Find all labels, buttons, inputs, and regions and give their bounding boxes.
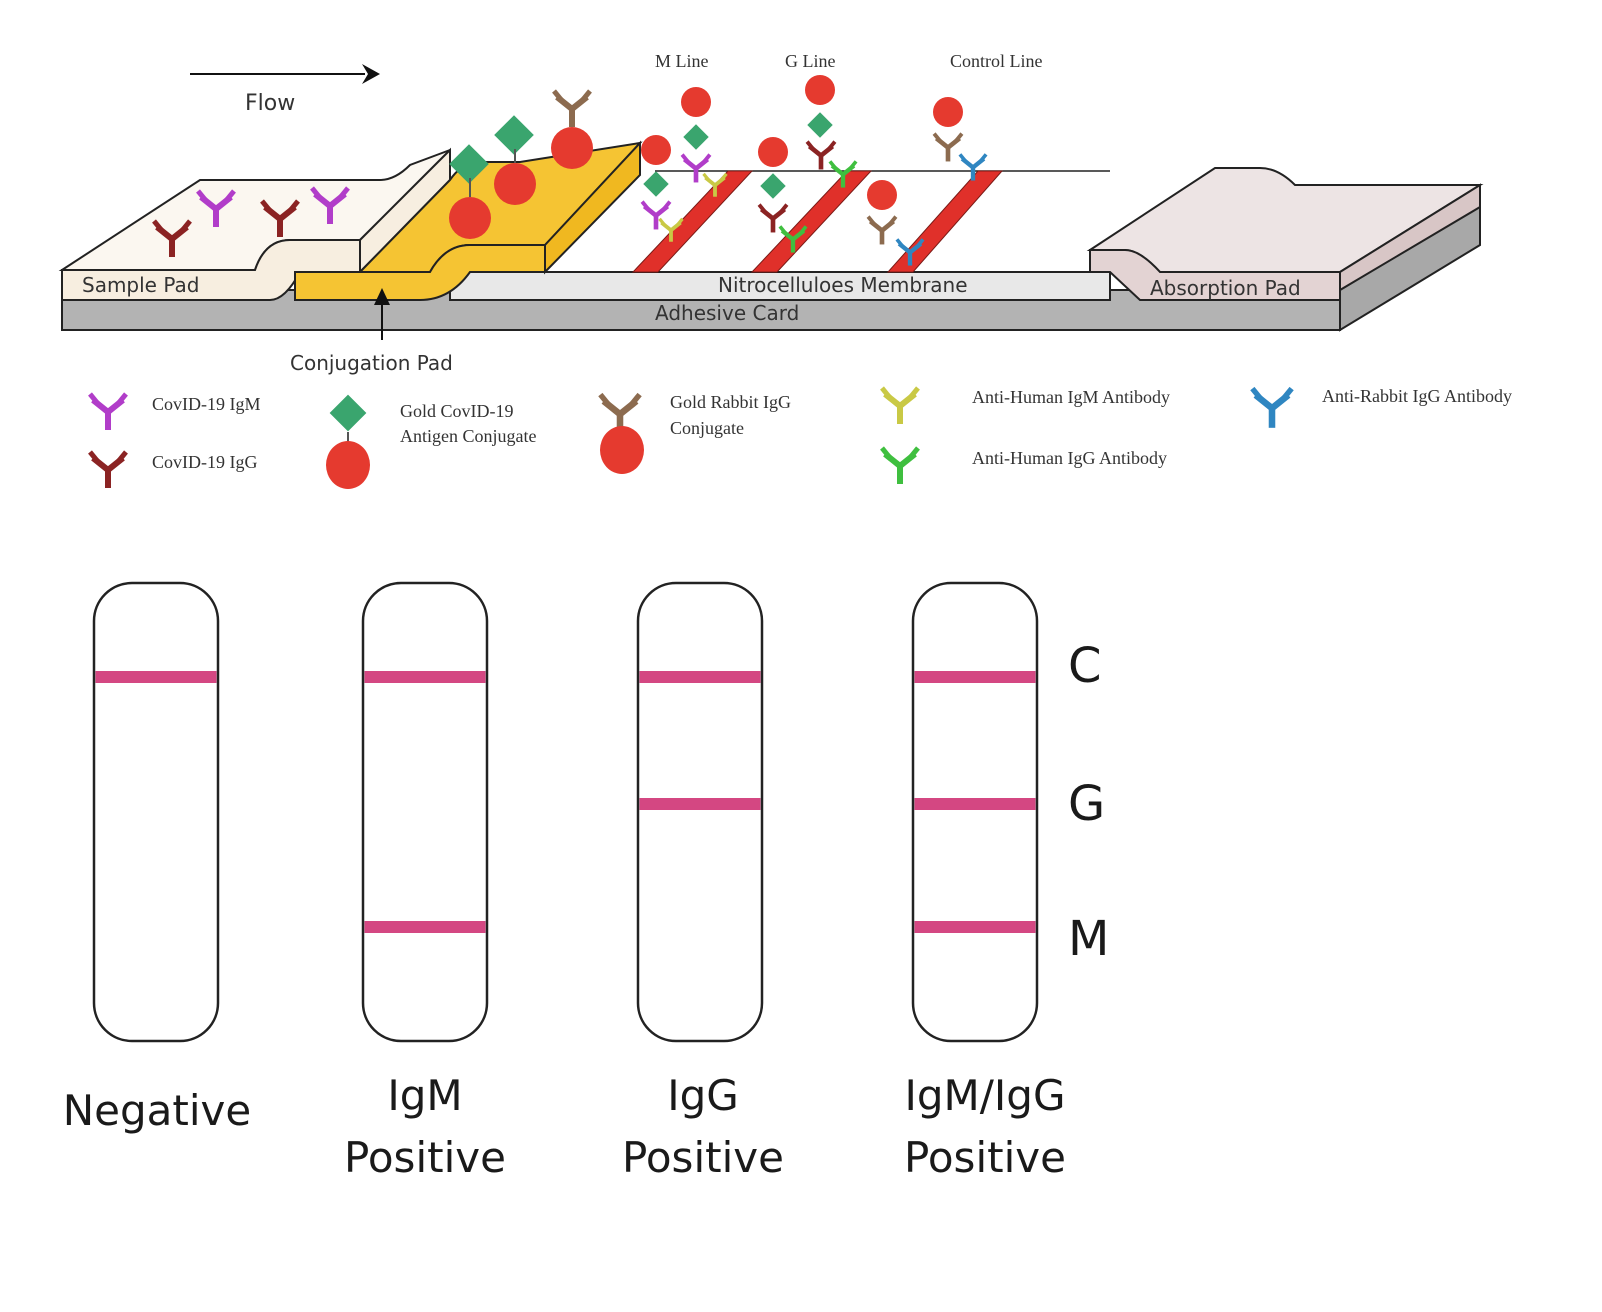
band-m [914,921,1036,933]
conjugation-pad [294,140,643,301]
strip-outline [636,581,764,1043]
anti-rabbit-igg-icon [1252,389,1291,428]
band-m [364,921,486,933]
gold-particle-icon [326,441,370,489]
band-g [914,798,1036,810]
result-label-both-line2: Positive [904,1133,1066,1182]
antigen-icon [329,394,367,432]
gold-conjugates [449,91,593,239]
gold-particle-icon [600,426,644,474]
band-g [639,798,761,810]
svg-text:Anti-Human IgG Antibody: Anti-Human IgG Antibody [972,448,1167,468]
svg-text:Anti-Human IgM Antibody: Anti-Human IgM Antibody [972,387,1170,407]
result-strip [911,581,1039,1043]
legend-item-anti-human-igg: Anti-Human IgG Antibody [882,448,1167,484]
result-strips [92,581,1039,1043]
result-label-igg-line2: Positive [622,1133,784,1182]
band-c [364,671,486,683]
g-line-label: G Line [785,51,835,71]
m-line-label: M Line [655,51,709,71]
legend-item-covid-igm: CovID-19 IgM [90,394,261,430]
flow-arrow [190,64,380,84]
g-line-complexes [758,75,856,253]
svg-text:Antigen Conjugate: Antigen Conjugate [400,426,536,446]
m-line-complexes [641,87,728,243]
sample-pad [58,147,451,301]
band-label-m: M [1068,911,1109,967]
control-line-complexes [867,97,986,266]
result-label-negative: Negative [63,1086,252,1135]
svg-text:Anti-Rabbit IgG Antibody: Anti-Rabbit IgG Antibody [1322,386,1512,406]
conjugation-pad-label: Conjugation Pad [290,351,453,375]
conjugation-pad-arrow [374,288,390,340]
result-strip [92,581,220,1043]
legend-item-anti-human-igm: Anti-Human IgM Antibody [882,387,1170,424]
svg-text:Gold Rabbit IgG: Gold Rabbit IgG [670,392,791,412]
g-test-line [750,170,873,273]
legend-item-anti-rabbit-igg: Anti-Rabbit IgG Antibody [1252,386,1512,428]
result-strip [361,581,489,1043]
band-label-g: G [1068,776,1105,832]
absorption-pad-label: Absorption Pad [1150,276,1301,300]
absorption-pad [1086,167,1484,301]
anti-human-igm-icon [882,388,918,424]
result-strip [636,581,764,1043]
band-c [914,671,1036,683]
strip-outline [92,581,220,1043]
covid-igm-icon [90,394,126,430]
svg-text:Gold CovID-19: Gold CovID-19 [400,401,514,421]
svg-text:Conjugate: Conjugate [670,418,744,438]
result-labels: Negative IgM Positive IgG Positive IgM/I… [63,1071,1066,1182]
covid-igg-icon [90,452,126,488]
band-label-c: C [1068,638,1102,694]
adhesive-card-label: Adhesive Card [655,301,799,325]
strip-outline [911,581,1039,1043]
band-c [639,671,761,683]
membrane-label: Nitrocelluloes Membrane [718,273,968,297]
control-line-label: Control Line [950,51,1043,71]
strip-outline [361,581,489,1043]
m-test-line [631,170,754,273]
svg-text:CovID-19 IgG: CovID-19 IgG [152,452,258,472]
legend: CovID-19 IgM CovID-19 IgG Gold CovID-19 … [90,386,1512,489]
anti-human-igg-icon [882,448,918,484]
svg-text:CovID-19 IgM: CovID-19 IgM [152,394,261,414]
result-label-both-line1: IgM/IgG [904,1071,1065,1120]
result-label-igm-line2: Positive [344,1133,506,1182]
result-label-igm-line1: IgM [387,1071,462,1120]
result-label-igg-line1: IgG [667,1071,739,1120]
legend-item-gold-antigen-conjugate: Gold CovID-19 Antigen Conjugate [326,394,536,489]
sample-pad-label: Sample Pad [82,273,199,297]
legend-item-gold-rabbit-igg-conjugate: Gold Rabbit IgG Conjugate [600,392,791,474]
legend-item-covid-igg: CovID-19 IgG [90,452,258,488]
band-c [95,671,217,683]
flow-label: Flow [245,91,295,116]
